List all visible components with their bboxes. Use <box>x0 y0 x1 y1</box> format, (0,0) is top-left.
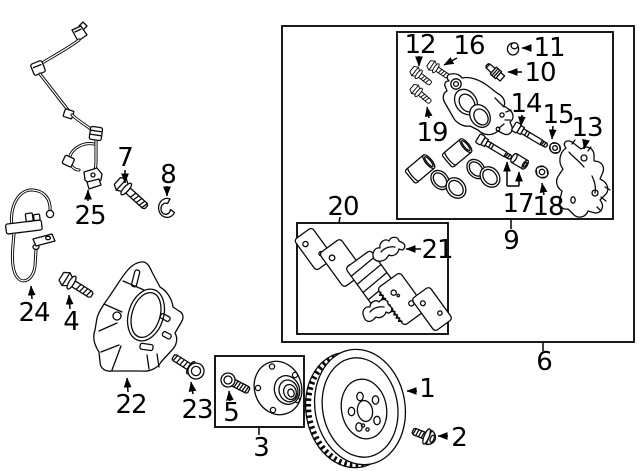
callout-14: 14 <box>510 89 543 127</box>
retaining-clip-drawing <box>157 197 176 219</box>
callout-25: 25 <box>74 189 107 231</box>
callout-18-label: 18 <box>532 192 563 222</box>
wheel-stud-drawing <box>220 372 251 394</box>
callout-23: 23 <box>181 381 214 425</box>
callout-13: 13 <box>571 113 604 150</box>
callout-23-label: 23 <box>181 395 212 425</box>
callout-25-label: 25 <box>74 201 105 231</box>
callout-21-label: 21 <box>421 235 452 265</box>
rod-bushing-drawing <box>510 152 529 170</box>
callout-12-label: 12 <box>404 30 435 60</box>
callout-2: 2 <box>437 423 468 453</box>
caliper-piston-drawing <box>404 154 436 184</box>
callout-19-label: 19 <box>416 118 447 148</box>
guide-pin-nut-drawing <box>548 142 562 154</box>
rotor-drawing <box>304 348 407 469</box>
shield-bolt-drawing <box>171 354 205 380</box>
callout-15: 15 <box>542 100 575 140</box>
group-box-pad-kit <box>296 222 449 335</box>
callout-5: 5 <box>223 390 240 428</box>
bleeder-screw-drawing <box>485 63 506 82</box>
callout-22: 22 <box>115 377 148 420</box>
callout-10: 10 <box>507 58 557 88</box>
callout-6-label: 6 <box>536 347 552 377</box>
callout-11: 11 <box>521 33 566 63</box>
group-box-brake-assembly <box>281 25 635 343</box>
callout-8-label: 8 <box>160 160 176 190</box>
caliper-guide-bolt-19-drawing <box>409 83 432 104</box>
caliper-guide-bolt-12-drawing <box>409 65 432 86</box>
callout-13-label: 13 <box>571 113 602 143</box>
callout-1-label: 1 <box>419 374 435 404</box>
callout-22-label: 22 <box>115 390 146 420</box>
hub-bearing-drawing <box>253 360 303 416</box>
pad-retainer-clip-drawing <box>362 298 393 323</box>
callout-3: 3 <box>253 427 270 463</box>
callout-5-label: 5 <box>223 398 239 428</box>
caliper-bracket-drawing <box>555 139 611 218</box>
lock-nut-drawing <box>535 165 549 179</box>
callout-7: 7 <box>117 143 134 184</box>
bleeder-cap-drawing <box>506 42 520 56</box>
callout-19: 19 <box>416 106 449 148</box>
brake-hose-drawing <box>4 188 56 283</box>
callout-4-label: 4 <box>63 307 79 337</box>
pad-retainer-clip-drawing <box>372 236 406 262</box>
guide-rod-17-drawing <box>475 133 513 160</box>
piston-boot-drawing <box>479 166 501 188</box>
callout-8: 8 <box>160 160 177 197</box>
splash-shield-drawing <box>93 261 184 372</box>
callout-1: 1 <box>406 374 436 404</box>
callout-10-label: 10 <box>524 58 555 88</box>
callout-18: 18 <box>532 182 565 222</box>
callout-11-label: 11 <box>533 33 564 63</box>
callout-2-label: 2 <box>451 423 467 453</box>
callout-15-label: 15 <box>542 100 573 130</box>
piston-boot-drawing <box>445 177 467 199</box>
callout-3-label: 3 <box>253 433 269 463</box>
abs-speed-sensor-drawing <box>30 21 104 190</box>
callout-21: 21 <box>405 235 454 265</box>
callout-24-label: 24 <box>18 298 50 328</box>
callout-20-label: 20 <box>327 192 358 222</box>
callout-12: 12 <box>404 30 437 67</box>
callout-16-label: 16 <box>453 31 484 61</box>
callout-14-label: 14 <box>510 89 542 119</box>
callout-9-label: 9 <box>503 226 519 256</box>
callout-4: 4 <box>63 294 80 337</box>
caliper-body-drawing <box>442 73 514 136</box>
caliper-piston-drawing <box>441 138 473 168</box>
callout-6: 6 <box>536 342 553 377</box>
caliper-guide-bolt-16-drawing <box>426 60 450 79</box>
callout-17-label: 17 <box>502 189 533 219</box>
callout-17: 17 <box>502 161 535 219</box>
hose-bracket-bolt-drawing <box>58 271 94 298</box>
callout-20: 20 <box>327 192 360 224</box>
callout-16: 16 <box>443 31 486 66</box>
callout-24: 24 <box>18 285 51 328</box>
callout-9: 9 <box>503 219 520 256</box>
rotor-set-screw-drawing <box>411 427 437 446</box>
callout-7-label: 7 <box>117 143 133 173</box>
group-box-caliper-kit <box>396 31 614 220</box>
pad-shim-drawing <box>412 287 452 331</box>
